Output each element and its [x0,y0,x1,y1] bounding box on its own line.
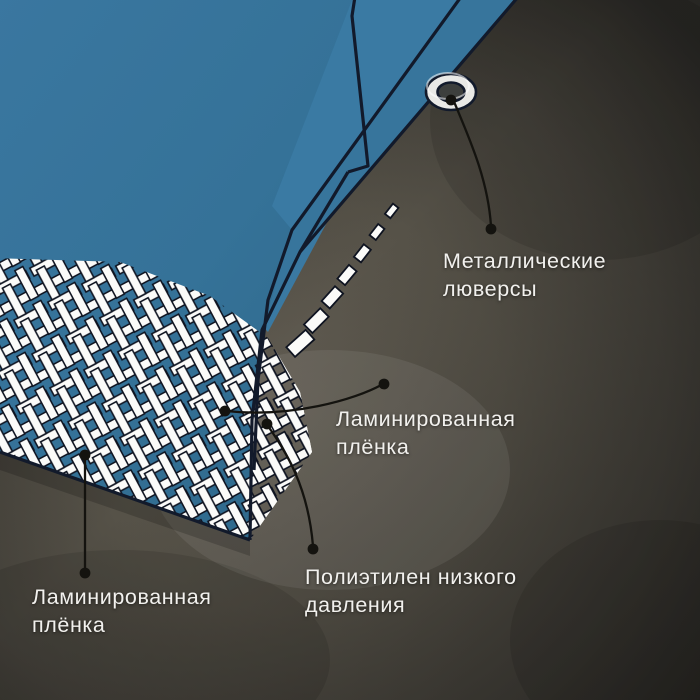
leader-dot-grommet-target [445,94,457,106]
leader-ldpe [266,424,315,548]
tarp-outlines [0,0,518,542]
leader-film-mid [224,382,385,414]
leader-dot-film-low-label [79,567,91,579]
leader-dot-ldpe-target [261,418,273,430]
leader-dot-film-mid-target [219,405,231,417]
leader-dot-ldpe-label [307,543,319,555]
metal-grommet [424,72,478,112]
leader-endpoints [79,94,497,579]
tarp-hem-flap [265,0,516,322]
tarp-drop-shadow [0,452,250,556]
leader-dot-grommet-label [485,223,497,235]
hem-stitch-dashes [285,202,400,359]
leader-dot-film-mid-label [378,378,390,390]
leader-lines [83,102,493,574]
leader-grommets [453,102,493,228]
leader-dot-film-low-target [79,449,91,461]
